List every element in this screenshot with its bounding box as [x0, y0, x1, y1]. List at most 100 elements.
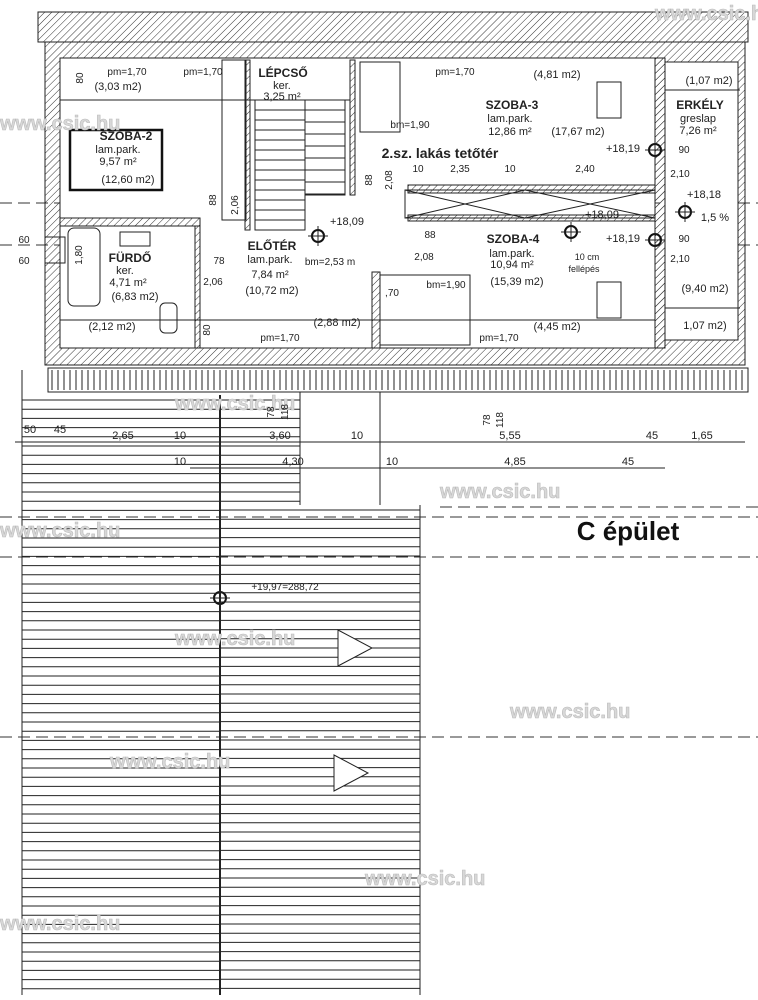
level-label: +18,19: [606, 233, 640, 245]
watermark: www.csic.hu: [0, 913, 120, 935]
plan-dimensions: 80 88 2,06 78 2,06 80 88 2,08 88 2,08 10…: [18, 72, 690, 336]
dim-label: 45: [622, 456, 634, 468]
room-area: 9,57 m²: [99, 156, 137, 168]
watermark: www.csic.hu: [109, 751, 230, 773]
dim-label: 80: [202, 324, 213, 336]
bm-note: bm=2,53 m: [305, 257, 355, 268]
dim-label: 90: [678, 145, 690, 156]
dim-label: 88: [364, 174, 375, 186]
dimension-lines: [15, 441, 745, 469]
area-label: (3,03 m2): [94, 81, 141, 93]
step-note: fellépés: [568, 264, 600, 274]
watermarks: www.csic.hu www.csic.hu www.csic.hu www.…: [0, 3, 758, 936]
dim-label: 3,60: [269, 430, 290, 442]
room-area: 10,94 m²: [490, 259, 534, 271]
room-gross: (12,60 m2): [101, 174, 154, 186]
dim-label: 60: [18, 235, 30, 246]
dim-label: 50: [24, 424, 36, 436]
pm-note: pm=1,70: [107, 67, 147, 78]
dim-label: 2,06: [203, 277, 223, 288]
window: [44, 236, 66, 264]
dim-label: 2,10: [670, 254, 690, 265]
roof-window-icon: [337, 629, 374, 667]
dim-label: 90: [678, 234, 690, 245]
watermark: www.csic.hu: [174, 628, 295, 650]
watermark: www.csic.hu: [0, 113, 120, 135]
level-label: +18,09: [585, 209, 619, 221]
dim-label: 4,85: [504, 456, 525, 468]
dim-label: 10: [386, 456, 398, 468]
area-label: (4,45 m2): [533, 321, 580, 333]
room-area: 12,86 m²: [488, 126, 532, 138]
notes: pm=1,70 pm=1,70 pm=1,70 pm=1,70 pm=1,70 …: [107, 67, 729, 593]
building-label: C épület: [577, 516, 680, 546]
area-label: (2,88 m2): [313, 317, 360, 329]
dim-label: 10: [504, 164, 516, 175]
room-area: 7,26 m²: [679, 125, 717, 137]
dim-label: 10: [412, 164, 424, 175]
pm-note: pm=1,70: [479, 333, 519, 344]
dim-label: 2,08: [414, 252, 434, 263]
exterior-walls: [37, 11, 749, 366]
slope-note: 1,5 %: [701, 212, 729, 224]
pm-note: pm=1,70: [435, 67, 475, 78]
watermark: www.csic.hu: [174, 393, 295, 415]
level-label: +18,09: [330, 216, 364, 228]
interior-walls: [44, 59, 740, 349]
dim-label: 2,40: [575, 164, 595, 175]
watermark: www.csic.hu: [0, 520, 120, 542]
pm-note: pm=1,70: [183, 67, 223, 78]
area-label: (2,12 m2): [88, 321, 135, 333]
dim-label: 78: [266, 406, 277, 418]
room-gross: (15,39 m2): [490, 276, 543, 288]
roof: [21, 367, 749, 995]
area-label: (4,81 m2): [533, 69, 580, 81]
dim-label: 1,80: [74, 245, 85, 265]
area-label: (1,07 m2): [685, 75, 732, 87]
room-gross: (6,83 m2): [111, 291, 158, 303]
dim-label: 80: [75, 72, 86, 84]
watermark: www.csic.hu: [509, 701, 630, 723]
area-label: 1,07 m2): [683, 320, 726, 332]
room-floor: lam.park.: [95, 144, 140, 156]
dim-label: 45: [646, 430, 658, 442]
plan-title: 2.sz. lakás tetőtér: [382, 145, 499, 161]
room-gross: (17,67 m2): [551, 126, 604, 138]
dim-label: 2,06: [230, 195, 241, 215]
room-area: 3,25 m²: [263, 91, 301, 103]
dim-label: 2,65: [112, 430, 133, 442]
level-label: +18,18: [687, 189, 721, 201]
room-name-lepcso: LÉPCSŐ: [258, 65, 307, 80]
room-floor: ker.: [116, 265, 134, 277]
room-name-szoba3: SZOBA-3: [486, 98, 539, 112]
step-note: 10 cm: [575, 252, 600, 262]
dim-label: 118: [280, 404, 291, 420]
room-name-szoba2: SZOBA-2: [100, 129, 153, 143]
level-label: +18,19: [606, 143, 640, 155]
dim-label: 4,30: [282, 456, 303, 468]
watermark: www.csic.hu: [439, 481, 560, 503]
dim-label: 2,08: [384, 170, 395, 190]
watermark: www.csic.hu: [364, 868, 485, 890]
bm-note: bm=1,90: [390, 120, 430, 131]
room-floor: greslap: [680, 113, 716, 125]
dim-label: 2,35: [450, 164, 470, 175]
dim-label: 118: [495, 412, 506, 428]
room-labels: SZOBA-2 lam.park. 9,57 m² (12,60 m2) LÉP…: [88, 65, 732, 333]
dim-label: 60: [18, 256, 30, 267]
dim-label: 78: [482, 414, 493, 426]
room-floor: lam.park.: [247, 254, 292, 266]
room-area: 4,71 m²: [109, 277, 147, 289]
dim-label: ,70: [385, 288, 399, 299]
room-gross: (10,72 m2): [245, 285, 298, 297]
dim-label: 10: [351, 430, 363, 442]
room-name-eloter: ELŐTÉR: [248, 238, 297, 253]
dim-label: 10: [174, 456, 186, 468]
bm-note: bm=1,90: [426, 280, 466, 291]
level-labels: +18,09 +18,09 +18,19 +18,19 +18,18: [330, 143, 721, 245]
dim-label: 78: [213, 256, 225, 267]
area-label: (9,40 m2): [681, 283, 728, 295]
roof-window-icon: [333, 754, 370, 792]
dim-label: 88: [424, 230, 436, 241]
